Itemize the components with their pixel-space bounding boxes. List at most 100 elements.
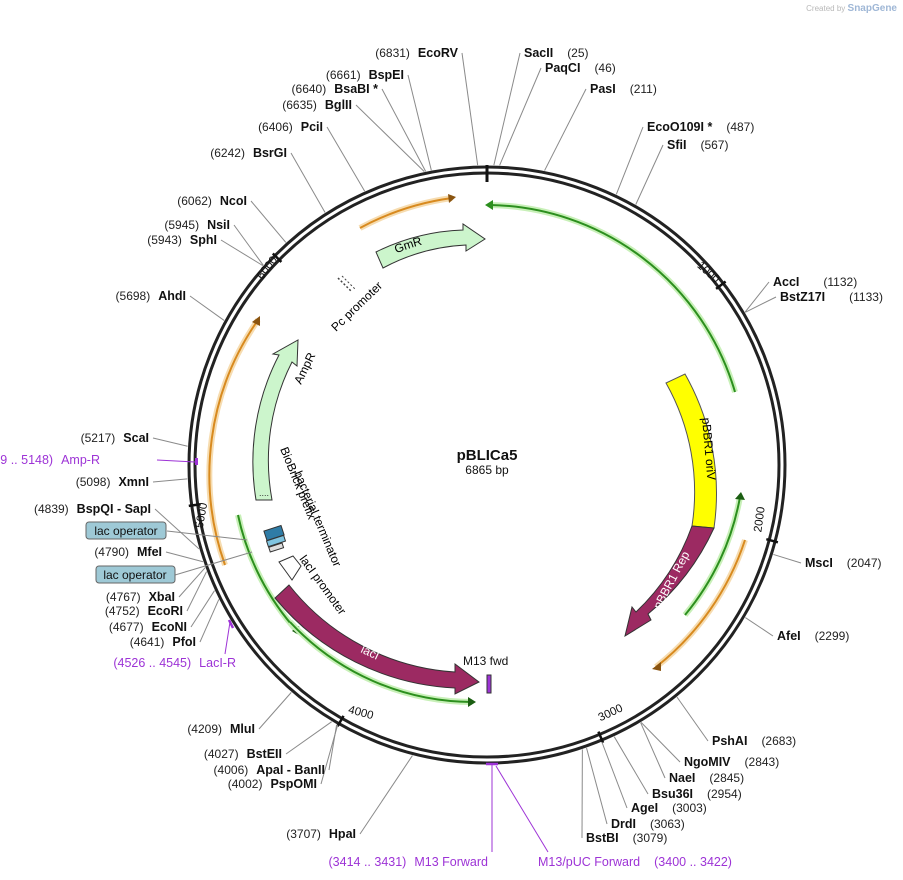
site-leader-paqci — [499, 67, 542, 166]
site-name-econi[interactable]: EcoNI — [152, 620, 187, 634]
primer-mark-amp-r[interactable] — [195, 458, 198, 465]
site-pos-mlui: (4209) — [187, 722, 222, 736]
site-name-bglii[interactable]: BglII — [325, 98, 352, 112]
site-pos-bstbi: (3079) — [633, 831, 668, 845]
site-pos-naei: (2845) — [709, 771, 744, 785]
site-pos-pspomi: (4002) — [228, 777, 263, 791]
tick-label-3000: 3000 — [597, 702, 625, 724]
site-pos-xbai: (4767) — [106, 590, 141, 604]
site-name-agei[interactable]: AgeI — [631, 801, 658, 815]
site-leader-bsrgi — [290, 152, 326, 213]
site-name-bsabi[interactable]: BsaBI * — [334, 82, 378, 96]
lac-operator-box-1[interactable] — [85, 521, 167, 540]
primer-range-m13-forward: (3414 .. 3431) — [329, 855, 407, 869]
site-leader-hpai — [359, 755, 413, 835]
tick-label-4000: 4000 — [347, 704, 375, 722]
site-name-mlui[interactable]: MluI — [230, 722, 255, 736]
site-pos-sphi: (5943) — [147, 233, 182, 247]
site-name-bsu36i[interactable]: Bsu36I — [652, 787, 693, 801]
site-name-bstbi[interactable]: BstBI — [586, 831, 619, 845]
site-name-sacii[interactable]: SacII — [524, 46, 553, 60]
site-name-pasi[interactable]: PasI — [590, 82, 616, 96]
site-name-paqci[interactable]: PaqCI — [545, 61, 580, 75]
primer-name-amp-r[interactable]: Amp-R — [61, 453, 100, 467]
site-name-acci[interactable]: AccI — [773, 275, 799, 289]
laci-arrow[interactable] — [274, 584, 480, 695]
site-pos-pasi: (211) — [630, 82, 657, 96]
site-pos-ngomiv: (2843) — [745, 755, 780, 769]
primer-leader-laci-r — [224, 621, 231, 655]
site-pos-bsteii: (4027) — [204, 747, 239, 761]
site-leader-mlui — [258, 692, 292, 730]
tick-label-1000: 1000 — [694, 260, 721, 286]
site-leader-xbai — [178, 567, 206, 598]
site-name-ncoi[interactable]: NcoI — [220, 194, 247, 208]
branding-prefix: Created by — [806, 4, 846, 13]
primer-name-laci-r[interactable]: LacI-R — [199, 656, 236, 670]
site-pos-acci: (1132) — [823, 275, 857, 289]
site-name-ecori[interactable]: EcoRI — [148, 604, 183, 618]
site-name-hpai[interactable]: HpaI — [329, 827, 356, 841]
site-name-pfoi[interactable]: PfoI — [172, 635, 196, 649]
lac-operator-label-2: lac operator — [103, 568, 166, 582]
site-name-bspqi-sapi[interactable]: BspQI - SapI — [77, 502, 151, 516]
site-pos-ncoi: (6062) — [177, 194, 212, 208]
site-name-ecorv[interactable]: EcoRV — [418, 46, 459, 60]
site-leader-bsabi — [381, 88, 427, 172]
site-name-pcii[interactable]: PciI — [301, 120, 323, 134]
site-name-ahdi[interactable]: AhdI — [158, 289, 186, 303]
site-name-ngomiv[interactable]: NgoMIV — [684, 755, 731, 769]
site-leader-sacii — [493, 52, 521, 166]
site-name-xbai[interactable]: XbaI — [149, 590, 175, 604]
site-name-nsii[interactable]: NsiI — [207, 218, 230, 232]
site-pos-ecori: (4752) — [105, 604, 140, 618]
plasmid-name: pBLICa5 — [457, 447, 518, 464]
primer-name-m13-forward[interactable]: M13 Forward — [414, 855, 488, 869]
pc-promoter-label: Pc promoter — [328, 279, 385, 334]
site-name-naei[interactable]: NaeI — [669, 771, 695, 785]
site-name-pshai[interactable]: PshAI — [712, 734, 747, 748]
site-name-sphi[interactable]: SphI — [190, 233, 217, 247]
orf-arcs — [206, 194, 748, 707]
pbbr1-rep-arrow[interactable] — [624, 525, 715, 638]
tick-mark-1000 — [715, 280, 727, 290]
site-pos-xmni: (5098) — [76, 475, 111, 489]
primer-mark-laci-r[interactable] — [227, 619, 235, 629]
site-name-pspomi[interactable]: PspOMI — [270, 777, 317, 791]
site-leader-bsu36i — [613, 736, 649, 795]
primers: Amp-R(5129 .. 5148)LacI-R(4526 .. 4545)M… — [0, 453, 732, 869]
bacterial-terminator-glyph[interactable] — [263, 524, 287, 553]
site-pos-apai-banii: (4006) — [214, 763, 249, 777]
site-pos-agei: (3003) — [672, 801, 707, 815]
site-leader-sfii — [635, 144, 664, 205]
site-leader-ecori — [186, 571, 208, 612]
site-name-xmni[interactable]: XmnI — [118, 475, 149, 489]
biobrick-prefix-label: BioBrick prefix — [277, 445, 319, 521]
site-name-scai[interactable]: ScaI — [123, 431, 149, 445]
site-name-bspei[interactable]: BspEI — [369, 68, 404, 82]
site-name-bsrgi[interactable]: BsrGI — [253, 146, 287, 160]
ampr-arrow[interactable] — [252, 339, 299, 501]
site-pos-nsii: (5945) — [164, 218, 199, 232]
site-name-sfii[interactable]: SfiI — [667, 138, 686, 152]
laci-promoter-arrow[interactable] — [278, 555, 302, 581]
site-pos-mfei: (4790) — [94, 545, 129, 559]
site-name-mfei[interactable]: MfeI — [137, 545, 162, 559]
site-name-bstz17i[interactable]: BstZ17I — [780, 290, 825, 304]
site-name-drdi[interactable]: DrdI — [611, 817, 636, 831]
site-leader-ngomiv — [640, 722, 681, 763]
tick-mark-5000 — [188, 502, 201, 508]
gmr-arrow[interactable] — [375, 223, 486, 269]
lac-operator-box-2[interactable] — [95, 565, 176, 584]
primer-name-m13-puc-forward[interactable]: M13/pUC Forward — [538, 855, 640, 869]
pbbr1-rep-label: pBBR1 Rep — [650, 549, 692, 612]
site-name-apai-banii[interactable]: ApaI - BanII — [256, 763, 325, 777]
site-name-bsteii[interactable]: BstEII — [247, 747, 282, 761]
site-leader-ecoo109i — [615, 126, 644, 195]
primer-range-laci-r: (4526 .. 4545) — [113, 656, 191, 670]
site-name-ecoo109i[interactable]: EcoO109I * — [647, 120, 712, 134]
site-name-afei[interactable]: AfeI — [777, 629, 801, 643]
site-leader-econi — [190, 590, 215, 628]
site-name-msci[interactable]: MscI — [805, 556, 833, 570]
m13-fwd-marker[interactable] — [486, 674, 492, 694]
